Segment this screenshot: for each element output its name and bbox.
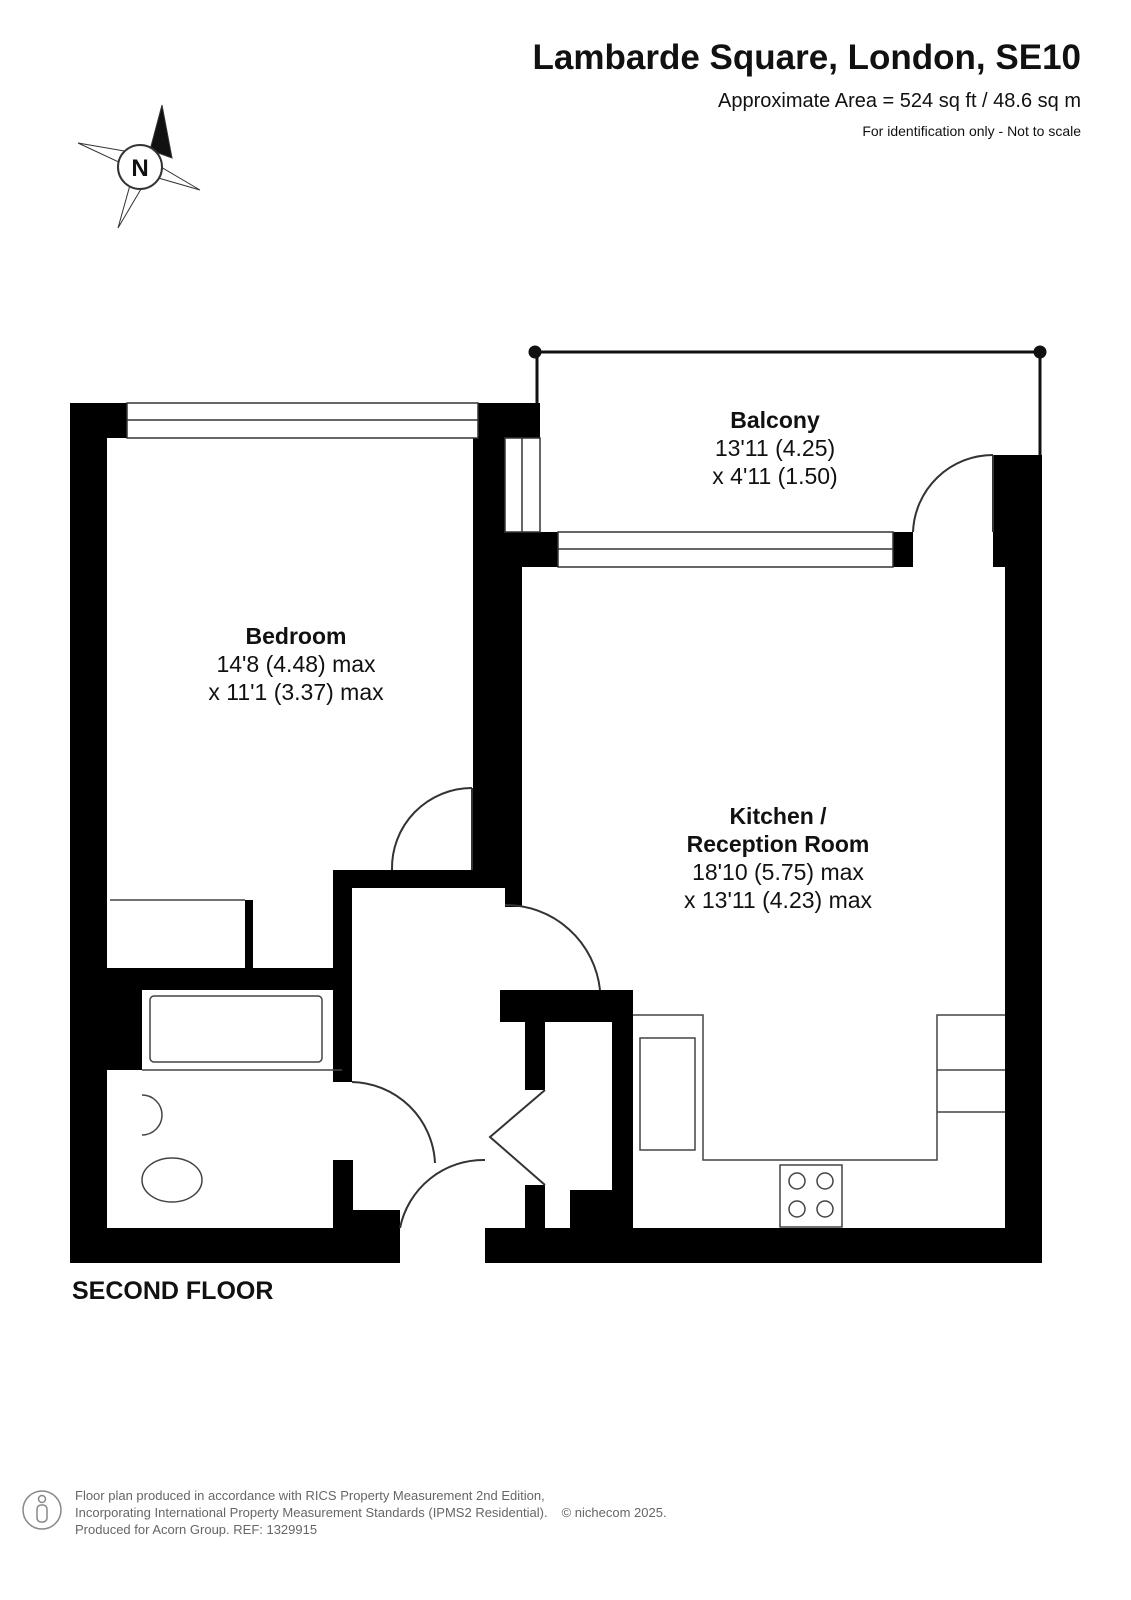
copyright: © nichecom 2025.	[561, 1505, 667, 1520]
footer-line: Incorporating International Property Mea…	[75, 1505, 548, 1520]
compass-icon: N	[77, 104, 201, 229]
approximate-area: Approximate Area = 524 sq ft / 48.6 sq m	[718, 90, 1081, 112]
windows	[126, 402, 894, 568]
room-name: Kitchen /	[729, 803, 827, 829]
compass-label: N	[131, 155, 148, 182]
room-label-kitchen-reception: Kitchen / Reception Room 18'10 (5.75) ma…	[684, 802, 872, 914]
room-dimension: 14'8 (4.48) max	[216, 651, 376, 677]
room-name: Bedroom	[245, 623, 347, 649]
room-name: Balcony	[730, 407, 820, 433]
room-dimension: 13'11 (4.25)	[714, 435, 836, 461]
walls	[70, 403, 1042, 1263]
room-dimension: x 4'11 (1.50)	[712, 463, 838, 489]
footer-line: Floor plan produced in accordance with R…	[75, 1488, 545, 1503]
room-name: Reception Room	[686, 831, 870, 857]
floor-label: SECOND FLOOR	[72, 1277, 274, 1305]
room-label-balcony: Balcony 13'11 (4.25) x 4'11 (1.50)	[712, 406, 837, 490]
person-icon	[22, 1490, 62, 1530]
fixtures	[110, 899, 1005, 1228]
footer-line: Produced for Acorn Group. REF: 1329915	[75, 1522, 318, 1537]
doors	[351, 454, 994, 1229]
room-label-bedroom: Bedroom 14'8 (4.48) max x 11'1 (3.37) ma…	[208, 622, 383, 706]
scale-note: For identification only - Not to scale	[862, 123, 1081, 139]
footer-text: Floor plan produced in accordance with R…	[75, 1487, 667, 1538]
room-dimension: 18'10 (5.75) max	[692, 859, 864, 885]
property-title: Lambarde Square, London, SE10	[532, 38, 1081, 77]
room-dimension: x 11'1 (3.37) max	[208, 679, 384, 705]
room-dimension: x 13'11 (4.23) max	[683, 887, 873, 913]
